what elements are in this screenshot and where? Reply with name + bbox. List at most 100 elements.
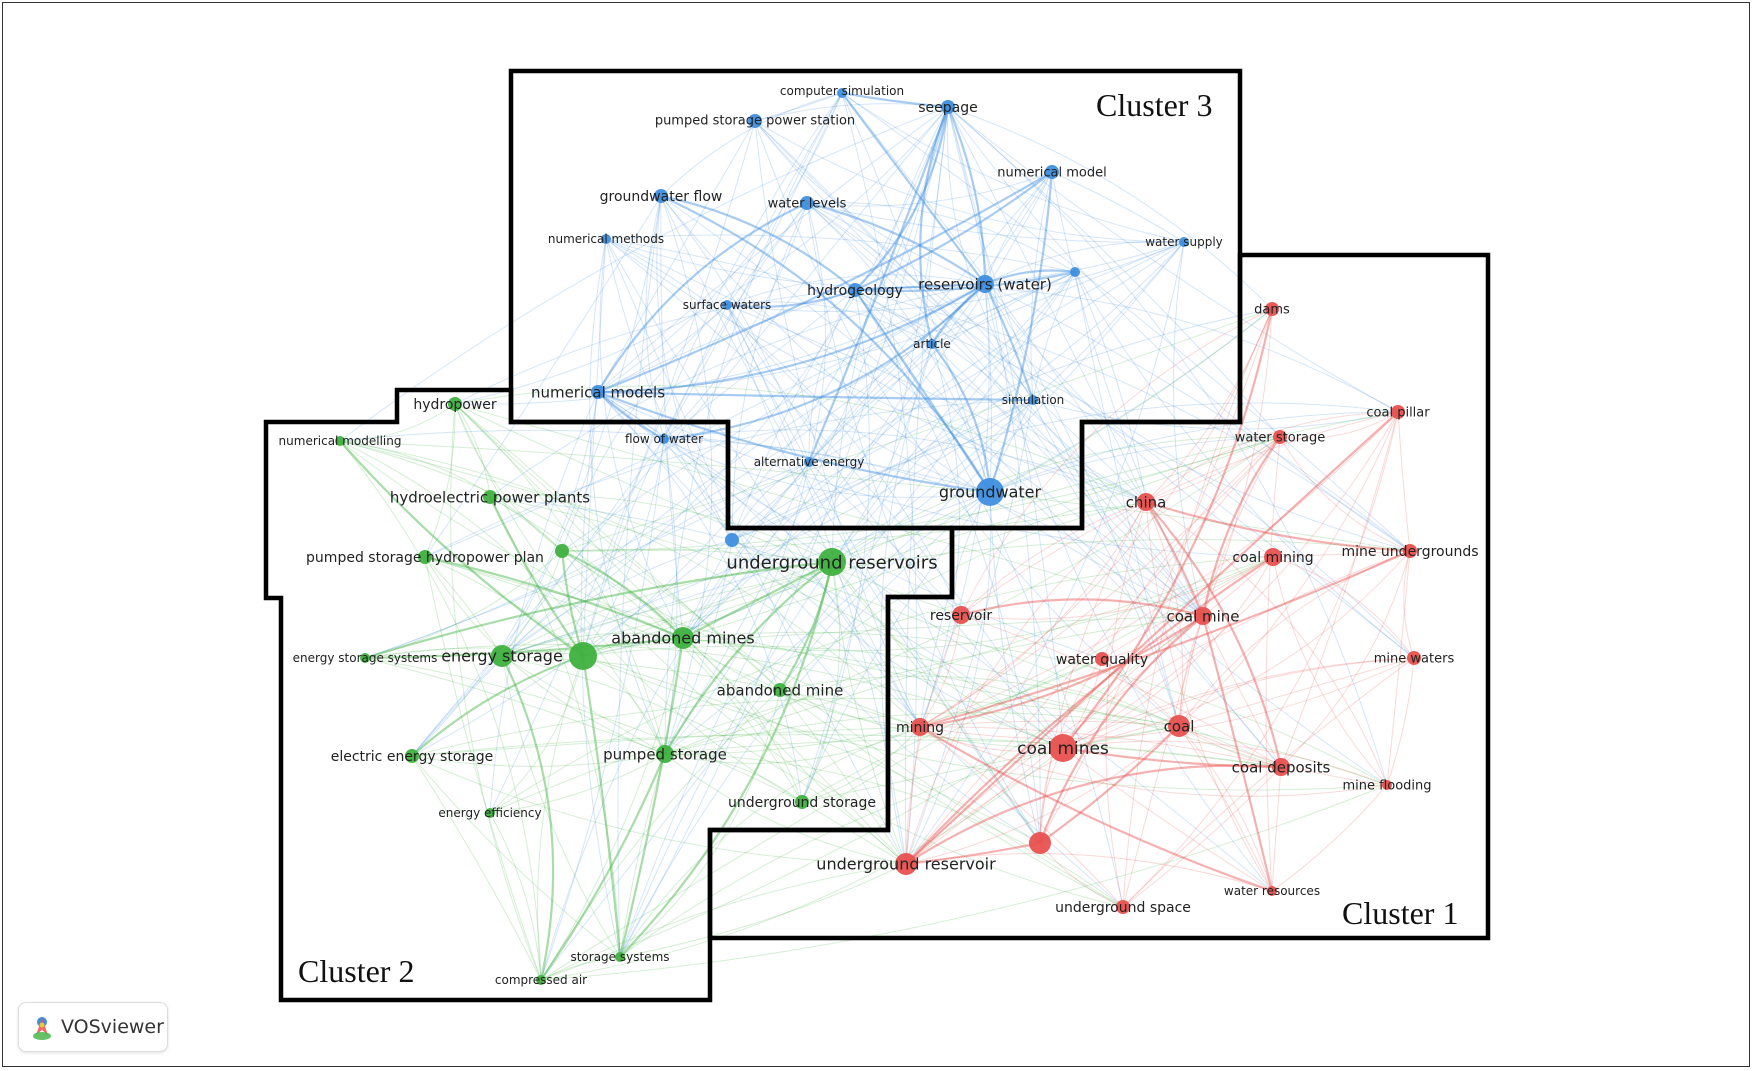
link-line <box>339 440 563 552</box>
network-node[interactable] <box>927 339 937 349</box>
link-line <box>1279 411 1399 439</box>
network-node[interactable] <box>491 645 513 667</box>
network-node[interactable] <box>656 745 674 763</box>
link-line <box>454 403 666 755</box>
link-line <box>664 539 733 755</box>
network-node[interactable] <box>555 544 569 558</box>
network-node[interactable] <box>591 385 605 399</box>
network-node[interactable] <box>1265 302 1279 316</box>
network-node[interactable] <box>1168 715 1190 737</box>
link-line <box>1145 501 1283 768</box>
link-line <box>1062 411 1399 749</box>
link-line <box>854 282 986 292</box>
network-node[interactable] <box>1116 900 1130 914</box>
network-node[interactable] <box>483 490 497 504</box>
network-node[interactable] <box>654 189 668 203</box>
link-line <box>660 195 684 639</box>
link-line <box>1039 725 1180 844</box>
link-line <box>561 550 684 639</box>
network-node[interactable] <box>795 795 809 809</box>
network-node[interactable] <box>1272 758 1290 776</box>
link-line <box>731 539 1041 844</box>
link-line <box>682 556 1274 652</box>
network-node[interactable] <box>1045 165 1059 179</box>
network-node[interactable] <box>773 683 787 697</box>
link-line <box>501 550 563 657</box>
network-node[interactable] <box>659 434 669 444</box>
network-node[interactable] <box>448 397 462 411</box>
link-line <box>1105 501 1147 908</box>
link-line <box>581 655 622 958</box>
link-line <box>589 238 666 755</box>
network-node[interactable] <box>837 88 847 98</box>
network-node[interactable] <box>569 642 597 670</box>
link-line <box>424 399 1034 558</box>
link-line <box>731 402 1399 541</box>
network-node[interactable] <box>895 853 917 875</box>
vosviewer-badge[interactable]: VOSviewer <box>18 1002 168 1052</box>
network-node[interactable] <box>976 478 1004 506</box>
link-line <box>905 411 1399 865</box>
link-line <box>947 106 1411 552</box>
network-node[interactable] <box>1382 780 1392 790</box>
network-node[interactable] <box>722 300 732 310</box>
link-line <box>919 411 1399 728</box>
link-line <box>919 343 960 728</box>
network-node[interactable] <box>418 550 432 564</box>
network-node[interactable] <box>748 114 762 128</box>
network-node[interactable] <box>818 548 846 576</box>
network-node[interactable] <box>1137 493 1155 511</box>
link-line <box>1122 411 1399 908</box>
network-node[interactable] <box>725 533 739 547</box>
network-node[interactable] <box>1070 267 1080 277</box>
network-node[interactable] <box>800 196 814 210</box>
network-node[interactable] <box>1403 544 1417 558</box>
network-node[interactable] <box>672 627 694 649</box>
network-node[interactable] <box>360 653 370 663</box>
network-node[interactable] <box>1179 237 1189 247</box>
link-line <box>919 615 1204 729</box>
network-node[interactable] <box>335 436 345 446</box>
network-node[interactable] <box>911 718 929 736</box>
link-line <box>806 201 986 285</box>
network-node[interactable] <box>1264 548 1282 566</box>
link-line <box>779 561 834 691</box>
network-node[interactable] <box>1028 395 1038 405</box>
link-line <box>561 550 803 803</box>
network-node[interactable] <box>1029 832 1051 854</box>
network-node[interactable] <box>1273 430 1287 444</box>
network-node[interactable] <box>1267 886 1277 896</box>
network-node[interactable] <box>1049 734 1077 762</box>
link-line <box>726 301 933 345</box>
link-line <box>599 238 684 639</box>
link-line <box>424 556 666 755</box>
network-node[interactable] <box>804 457 814 467</box>
link-line <box>664 92 843 755</box>
network-node[interactable] <box>1407 651 1421 665</box>
network-node[interactable] <box>976 275 994 293</box>
link-line <box>1145 500 1411 553</box>
link-line <box>411 734 1282 768</box>
link-line <box>597 390 991 494</box>
link-line <box>919 720 1180 728</box>
link-line <box>984 269 1076 286</box>
network-node[interactable] <box>405 749 419 763</box>
network-node[interactable] <box>615 952 625 962</box>
network-node[interactable] <box>1194 607 1212 625</box>
node-label: energy storage systems <box>293 651 438 665</box>
link-line <box>1272 556 1388 786</box>
network-node[interactable] <box>536 975 546 985</box>
network-node[interactable] <box>952 606 970 624</box>
network-node[interactable] <box>1095 652 1109 666</box>
network-node[interactable] <box>941 100 955 114</box>
link-line <box>682 436 1281 639</box>
link-line <box>454 385 1147 503</box>
network-node[interactable] <box>485 808 495 818</box>
link-line <box>960 556 1274 620</box>
network-node[interactable] <box>601 234 611 244</box>
cluster-boundaries <box>263 68 1491 1003</box>
link-line <box>619 491 991 958</box>
network-node[interactable] <box>1391 405 1405 419</box>
node-label: mine flooding <box>1342 779 1431 794</box>
network-node[interactable] <box>848 283 862 297</box>
